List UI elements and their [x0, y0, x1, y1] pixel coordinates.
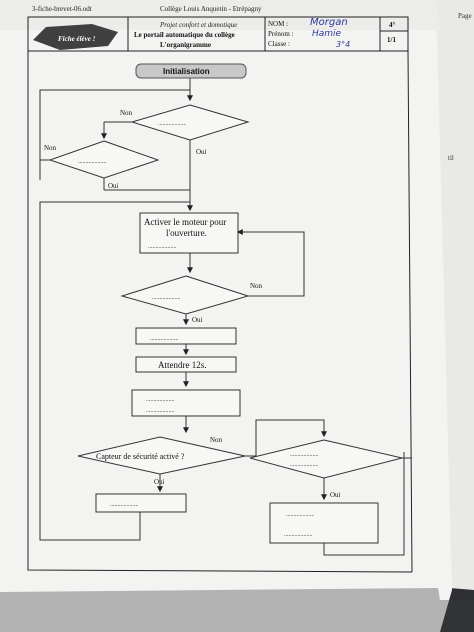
init-label: Initialisation [163, 67, 210, 76]
page-number: 1/1 [387, 36, 396, 44]
attendre-label: Attendre 12s. [158, 360, 207, 370]
badge-text: Fiche élève ! [58, 35, 96, 43]
action-box-4 [269, 502, 379, 544]
oui-label-3: Oui [192, 316, 203, 324]
flowchart [39, 63, 412, 556]
oui-label-4: Oui [154, 478, 165, 486]
classe-label: Classe : [268, 40, 290, 48]
action4-dots-2: ................... [284, 532, 313, 538]
oui-label-5: Oui [330, 491, 341, 499]
non-label-3: Non [250, 282, 263, 290]
non-label-1: Non [120, 109, 133, 117]
diamond3-dots: ................... [152, 295, 181, 301]
activer-line2: l'ouverture. [166, 228, 207, 238]
non-label-4: Non [210, 436, 223, 444]
action-box-2 [131, 389, 241, 417]
activer-line1: Activer le moteur pour [144, 217, 226, 227]
prenom-value: Hamie [312, 29, 342, 39]
action1-dots: ................... [150, 336, 179, 342]
fiche-eleve-badge: Fiche élève ! [33, 24, 118, 50]
oui-label-2: Oui [108, 182, 119, 190]
side-text-til: til [448, 154, 454, 162]
side-text-page: Page [458, 12, 472, 20]
classe-value: 3°4 [336, 40, 350, 49]
project-text: Projet confort et domotique [159, 21, 237, 29]
activer-moteur-box [139, 212, 239, 254]
diamond4-dots-2: ................... [290, 462, 319, 468]
action2-dots-1: ................... [146, 397, 175, 403]
title-line1: Le portail automatique du collège [134, 31, 235, 39]
grade-text: 4° [389, 21, 396, 29]
action4-dots-1: ................... [286, 512, 315, 518]
init-box [135, 63, 247, 79]
paper-sheet [0, 0, 452, 632]
diamond1-dots: ................... [158, 121, 187, 127]
action-box-3 [95, 493, 187, 513]
school-text: Collège Louis Anquetin - Etrépagny [160, 5, 262, 13]
nom-label: NOM : [268, 20, 288, 28]
prenom-label: Prénom : [268, 30, 294, 38]
action3-dots: ................... [110, 502, 139, 508]
nom-value: Morgan [310, 17, 348, 28]
oui-label-1: Oui [196, 148, 207, 156]
title-line2: L'organigramme [160, 41, 211, 49]
non-label-2: Non [44, 144, 57, 152]
capteur-label: Capteur de sécurité activé ? [96, 452, 185, 461]
action2-dots-2: ................... [146, 408, 175, 414]
diamond4-dots-1: ................... [290, 452, 319, 458]
filename-text: 3-fiche-brevet-06.odt [32, 5, 92, 13]
diamond2-dots: ................... [78, 159, 107, 165]
header-frame [27, 16, 409, 52]
activer-dots: ................... [148, 244, 177, 250]
